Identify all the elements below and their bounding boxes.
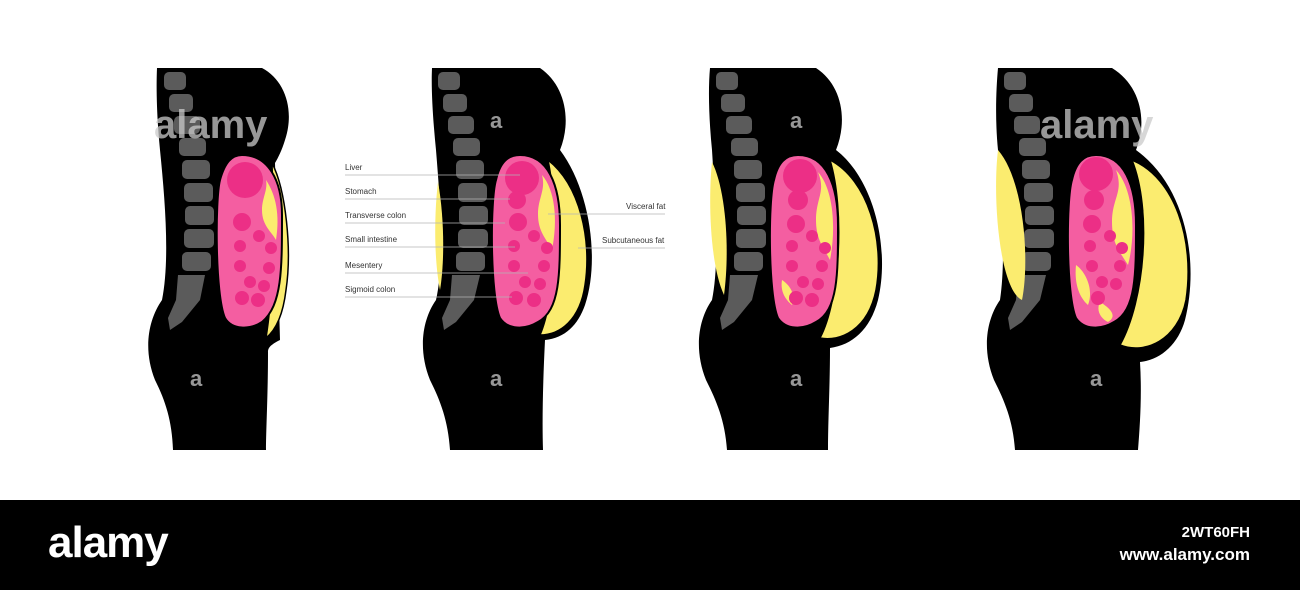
image-id: 2WT60FH [1181,524,1250,541]
watermark-letter: a [490,108,503,133]
visceral-fat [1075,170,1133,322]
watermarks: alamy alamy a a a a a a [154,103,1154,391]
label-subcutaneous-fat: Subcutaneous fat [602,236,665,245]
visceral-fat [538,175,555,250]
label-small-intestine: Small intestine [345,235,398,244]
spine [164,72,214,330]
footer-bar: alamy 2WT60FH www.alamy.com [0,500,1300,590]
abdominal-fat-stages-diagram: alamy alamy a a a a a a [148,68,1191,450]
watermark-text: alamy [1040,103,1154,147]
figure-stage-4 [986,68,1191,450]
visceral-fat [262,180,278,240]
figure-stage-3 [698,68,883,450]
organs [227,162,277,307]
label-stomach: Stomach [345,187,377,196]
label-mesentery: Mesentery [345,261,383,270]
label-sigmoid-colon: Sigmoid colon [345,285,396,294]
watermark-letter: a [490,366,503,391]
back-fat [996,150,1026,300]
site-url: www.alamy.com [1119,545,1250,564]
leader-lines [345,174,665,298]
watermark-letter: a [1090,366,1103,391]
spine [438,72,488,330]
back-fat [710,162,727,295]
subcutaneous-fat [1118,158,1189,349]
label-visceral-fat: Visceral fat [626,202,666,211]
spine [1004,72,1054,330]
organs [1079,157,1128,305]
watermark-letter: a [790,108,803,133]
watermark-letter: a [790,366,803,391]
spine [716,72,766,330]
organs [505,161,553,307]
figure-stage-2 [422,68,592,450]
watermark-letter: a [190,366,203,391]
figure-stage-1 [148,68,290,450]
organs [783,159,831,307]
visceral-fat [781,172,834,305]
alamy-logo: alamy [48,518,169,567]
label-transverse-colon: Transverse colon [345,211,407,220]
back-fat [435,182,444,290]
watermark-text: alamy [154,103,268,147]
label-liver: Liver [345,163,363,172]
